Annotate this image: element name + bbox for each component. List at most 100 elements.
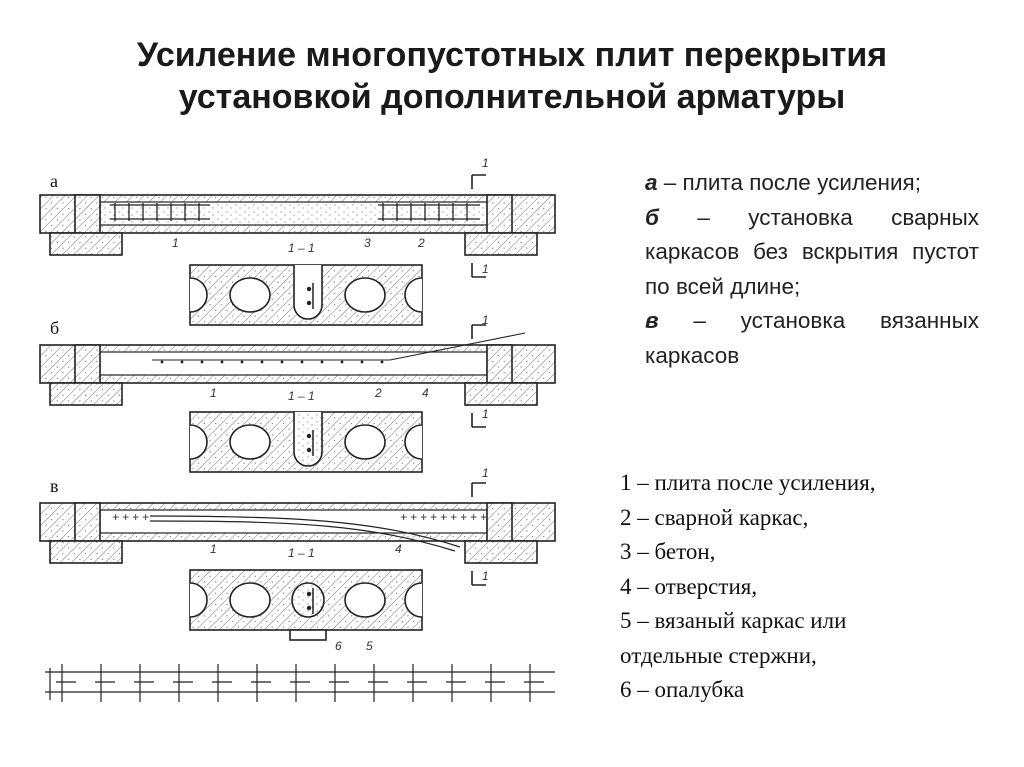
section-cut-mark xyxy=(471,324,486,428)
support-column xyxy=(74,194,101,234)
rebar-dot xyxy=(240,360,244,364)
support-column xyxy=(486,502,513,542)
support-column xyxy=(74,344,101,384)
cage-mark: + xyxy=(410,510,417,524)
panel-label-c: в xyxy=(50,476,59,496)
callout-a-1: 1 xyxy=(172,236,179,250)
hollow-void xyxy=(404,277,423,313)
support-base xyxy=(464,232,538,256)
cage-stirrup xyxy=(407,664,427,702)
cut-mark: 1 xyxy=(482,156,489,170)
callout-b-2: 2 xyxy=(374,386,382,400)
cage-stirrup xyxy=(524,664,544,702)
legend-item: 3 – бетон, xyxy=(620,539,716,564)
callout-c-5: 5 xyxy=(366,639,373,653)
cage-mark: + xyxy=(400,510,407,524)
hollow-void xyxy=(189,424,208,460)
support-column xyxy=(486,194,513,234)
cage-mark: + xyxy=(480,510,487,524)
section-label-b: 1 – 1 xyxy=(288,389,315,403)
rebar-dot xyxy=(280,360,284,364)
support-base xyxy=(464,540,538,564)
cut-mark: 1 xyxy=(482,569,489,583)
rebar-dot xyxy=(306,605,312,611)
callout-c-4: 4 xyxy=(395,542,402,556)
rebar-dot xyxy=(220,360,224,364)
cage-stirrup xyxy=(173,664,193,702)
rebar-dot xyxy=(306,286,312,292)
support-column xyxy=(486,344,513,384)
callout-a-3: 3 xyxy=(364,236,371,250)
hollow-void xyxy=(229,582,271,618)
formwork xyxy=(289,629,327,641)
cage-mark: + xyxy=(440,510,447,524)
cage-stirrup xyxy=(212,664,232,702)
cage-mark: + xyxy=(430,510,437,524)
slide-title-line-1: Усиление многопустотных плит перекрытия xyxy=(136,36,888,74)
slide-title-line-2: установкой дополнительной арматуры xyxy=(178,78,846,116)
opened-void xyxy=(293,412,323,467)
rebar-dot xyxy=(380,360,384,364)
legend-item: отдельные стержни, xyxy=(620,642,817,668)
hollow-void xyxy=(229,424,271,460)
opened-void xyxy=(291,582,325,618)
rebar-dot xyxy=(320,360,324,364)
description-a: а – плита после усиления; xyxy=(645,170,921,195)
hollow-void xyxy=(344,277,386,313)
cage-stirrup xyxy=(134,664,154,702)
rebar-dot xyxy=(160,360,164,364)
cage-mark: + xyxy=(470,510,477,524)
rebar-dot xyxy=(300,360,304,364)
cage-mark: + xyxy=(112,510,119,524)
cage-stirrup xyxy=(95,664,115,702)
rebar-cage-elevation xyxy=(45,668,555,700)
cut-mark: 1 xyxy=(482,466,489,480)
legend-item: 1 – плита после усиления, xyxy=(620,470,876,495)
hollow-void xyxy=(189,582,208,618)
panel-label-b: б xyxy=(50,318,59,338)
cage-stirrup xyxy=(251,664,271,702)
cut-mark: 1 xyxy=(482,262,489,276)
cage-stirrup xyxy=(56,664,76,702)
callout-a-2: 2 xyxy=(417,236,425,250)
callout-c-1: 1 xyxy=(210,542,217,556)
cut-mark: 1 xyxy=(482,407,489,421)
callout-b-4: 4 xyxy=(422,386,429,400)
description-b: б – установка сварных каркасов без вскры… xyxy=(645,204,979,299)
description-block: а – плита после усиления; б – установка … xyxy=(645,166,979,373)
cage-stirrup xyxy=(485,664,505,702)
cage-mark: + xyxy=(420,510,427,524)
callout-b-1: 1 xyxy=(210,386,217,400)
cut-mark: 1 xyxy=(482,313,489,327)
cage-mark: + xyxy=(132,510,139,524)
rebar-dot xyxy=(260,360,264,364)
legend: 1 – плита после усиления, 2 – сварной ка… xyxy=(620,466,876,708)
legend-item: 6 – опалубка xyxy=(620,677,745,702)
section-label-a: 1 – 1 xyxy=(288,241,315,255)
hollow-void xyxy=(404,424,423,460)
cage-stirrup xyxy=(329,664,349,702)
cage-mark: + xyxy=(460,510,467,524)
cage-mark: + xyxy=(450,510,457,524)
legend-item: 5 – вязаный каркас или xyxy=(620,608,847,633)
rebar-dot xyxy=(306,433,312,439)
section-label-c: 1 – 1 xyxy=(288,546,315,560)
rebar-dot xyxy=(306,591,312,597)
welded-cage xyxy=(378,204,480,220)
cage-mark: + xyxy=(122,510,129,524)
cage-stirrup xyxy=(290,664,310,702)
support-base xyxy=(464,382,538,406)
rebar-dot xyxy=(360,360,364,364)
rebar-dot xyxy=(306,447,312,453)
cage-stirrup xyxy=(368,664,388,702)
hollow-void xyxy=(189,277,208,313)
section-cut-mark xyxy=(471,482,486,586)
slab-cavity xyxy=(99,351,488,376)
support-base xyxy=(49,232,123,256)
rebar-dot xyxy=(200,360,204,364)
rebar-dot xyxy=(340,360,344,364)
rebar-dot xyxy=(306,300,312,306)
tied-rebar xyxy=(149,515,461,552)
hollow-void xyxy=(229,277,271,313)
